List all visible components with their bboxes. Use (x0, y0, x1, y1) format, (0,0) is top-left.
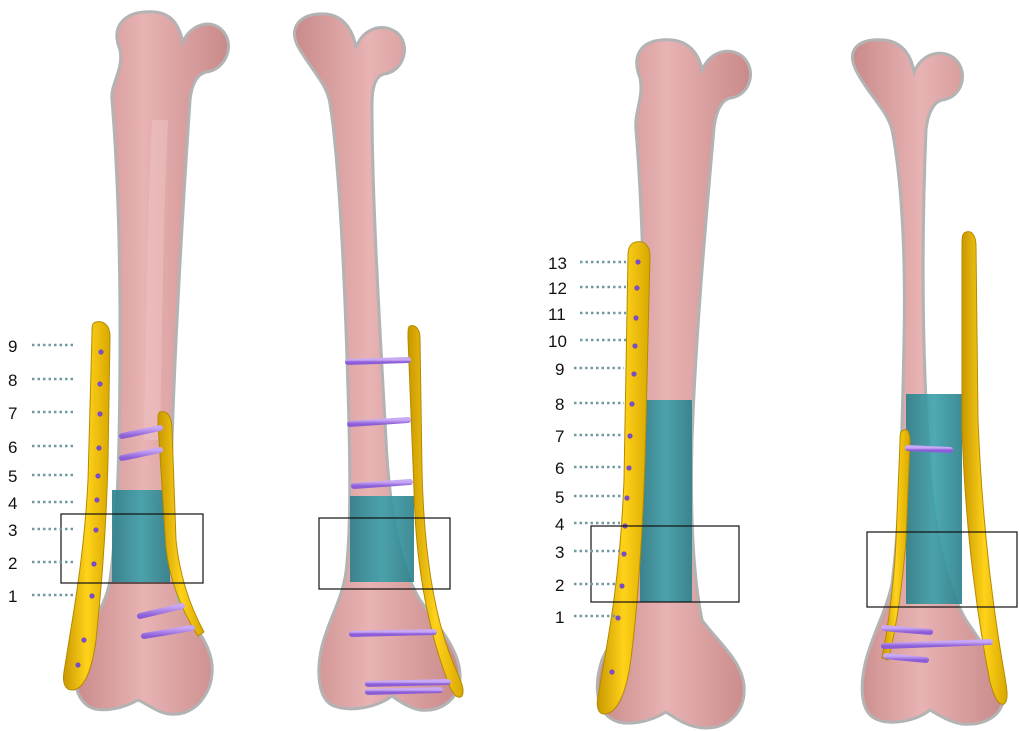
hole-label: 9 (8, 337, 17, 356)
hole-label: 6 (8, 438, 17, 457)
hole-label: 12 (548, 279, 567, 298)
hole-label: 2 (555, 576, 564, 595)
hole-label: 6 (555, 459, 564, 478)
hole-label: 4 (8, 494, 17, 513)
hole-labels-1: 9 8 7 6 5 4 3 2 1 (8, 337, 17, 606)
defect-zone-2 (350, 496, 414, 582)
hole-labels-2: 13 12 11 10 9 8 7 6 5 4 3 2 1 (548, 254, 567, 627)
defect-zone-1 (112, 490, 170, 582)
figure-long-plate: 13 12 11 10 9 8 7 6 5 4 3 2 1 (548, 40, 1017, 728)
hole-label: 7 (555, 427, 564, 446)
hole-label: 1 (555, 608, 564, 627)
hole-label: 13 (548, 254, 567, 273)
hole-label: 10 (548, 332, 567, 351)
hole-label: 7 (8, 404, 17, 423)
hole-label: 8 (8, 371, 17, 390)
hole-label: 2 (8, 554, 17, 573)
hole-label: 5 (555, 488, 564, 507)
leader-lines-1 (32, 345, 76, 595)
defect-zone-3 (640, 400, 692, 602)
hole-label: 11 (548, 305, 566, 324)
hole-label: 3 (8, 521, 17, 540)
hole-label: 3 (555, 543, 564, 562)
hole-label: 1 (8, 587, 17, 606)
hole-label: 5 (8, 467, 17, 486)
hole-label: 4 (555, 515, 564, 534)
figure-short-plate: 9 8 7 6 5 4 3 2 1 (8, 12, 463, 714)
hole-label: 8 (555, 395, 564, 414)
hole-label: 9 (555, 360, 564, 379)
